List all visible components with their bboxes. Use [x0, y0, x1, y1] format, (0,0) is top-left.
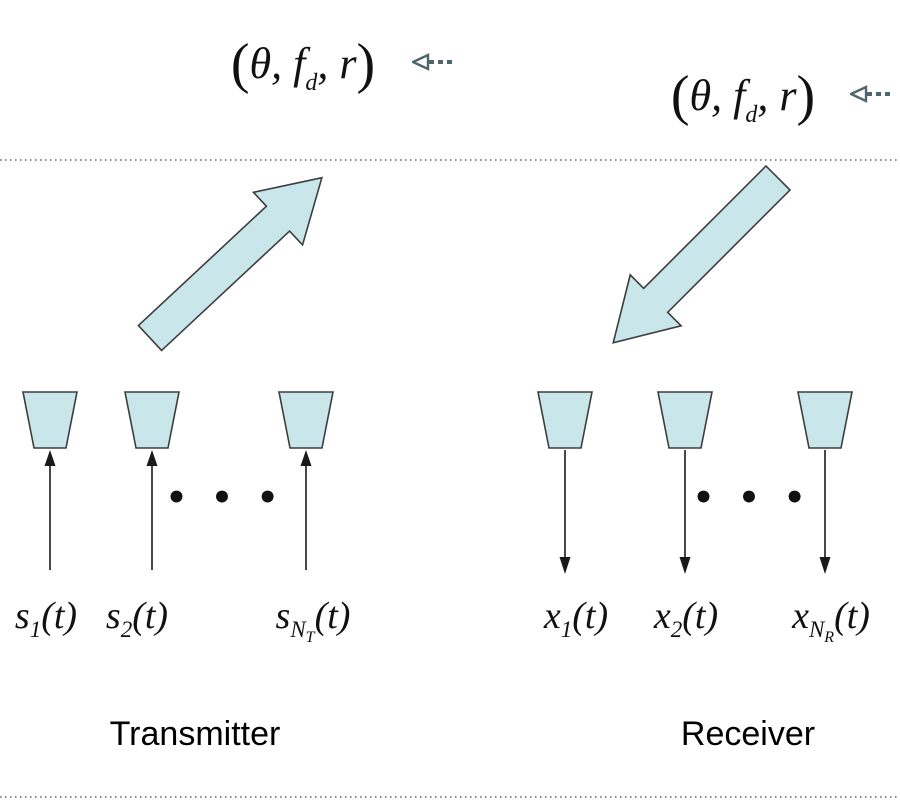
signal-base: s: [105, 595, 121, 637]
close-paren: ): [356, 33, 376, 95]
open-paren: (: [670, 65, 690, 127]
range-symbol: r: [339, 39, 357, 88]
signal-base: x: [653, 595, 671, 637]
theta-symbol: θ: [689, 71, 712, 120]
tx-signal-arrow-2: [146, 450, 158, 570]
target-params-right: (θ, fd, r): [608, 64, 878, 129]
tx-signal-label-n: sNT(t): [243, 594, 383, 647]
open-paren: (: [230, 33, 250, 95]
tx-signal-arrow-n: [300, 450, 312, 570]
signal-subsubscript: R: [824, 629, 835, 646]
receive-beam-arrow: [612, 164, 792, 344]
rx-antenna-2: [657, 391, 713, 449]
comma: ,: [757, 71, 780, 120]
signal-base: s: [275, 595, 291, 637]
signal-base: x: [792, 595, 809, 637]
signal-arg: (t): [682, 595, 719, 637]
tx-signal-label-1: s1(t): [0, 594, 116, 647]
rx-signal-label-n: xNR(t): [761, 594, 900, 647]
theta-symbol: θ: [249, 39, 272, 88]
signal-arg: (t): [132, 595, 169, 637]
rx-signal-label-2: x2(t): [616, 594, 756, 647]
doppler-subscript: d: [745, 102, 758, 128]
comma: ,: [271, 39, 294, 88]
signal-base: s: [14, 595, 30, 637]
signal-subscript: 1: [29, 617, 42, 642]
range-symbol: r: [779, 71, 797, 120]
transmit-beam-arrow: [137, 176, 324, 352]
doppler-subscript: d: [305, 70, 318, 96]
tx-signal-arrow-1: [44, 450, 56, 570]
doppler-symbol: f: [733, 71, 746, 120]
signal-arg: (t): [314, 595, 351, 637]
rx-antenna-1: [537, 391, 593, 449]
moving-target-icon-right: [848, 84, 892, 104]
rx-ellipsis: • • •: [692, 478, 812, 518]
comma: ,: [711, 71, 734, 120]
signal-arg: (t): [41, 595, 78, 637]
rx-antenna-n: [797, 391, 853, 449]
signal-subscript: N: [290, 617, 306, 642]
transmitter-label: Transmitter: [109, 715, 281, 753]
close-paren: ): [796, 65, 816, 127]
signal-arg: (t): [834, 595, 870, 637]
tx-antenna-n: [278, 391, 334, 449]
signal-base: x: [543, 595, 561, 637]
signal-subscript: 2: [670, 617, 683, 642]
signal-subscript: 2: [120, 617, 133, 642]
rx-signal-arrow-2: [679, 450, 691, 574]
moving-target-icon-left: [410, 52, 454, 72]
tx-antenna-1: [22, 391, 78, 449]
comma: ,: [317, 39, 340, 88]
doppler-symbol: f: [293, 39, 306, 88]
signal-arg: (t): [572, 595, 609, 637]
signal-subscript: N: [808, 617, 825, 642]
tx-signal-label-2: s2(t): [67, 594, 207, 647]
signal-subsubscript: T: [305, 629, 315, 646]
rx-signal-label-1: x1(t): [506, 594, 646, 647]
tx-ellipsis: • • •: [165, 478, 285, 518]
tx-antenna-2: [124, 391, 180, 449]
rx-signal-arrow-1: [559, 450, 571, 574]
rx-signal-arrow-n: [819, 450, 831, 574]
signal-subscript: 1: [560, 617, 573, 642]
target-params-left: (θ, fd, r): [168, 32, 438, 97]
receiver-label: Receiver: [680, 715, 816, 753]
